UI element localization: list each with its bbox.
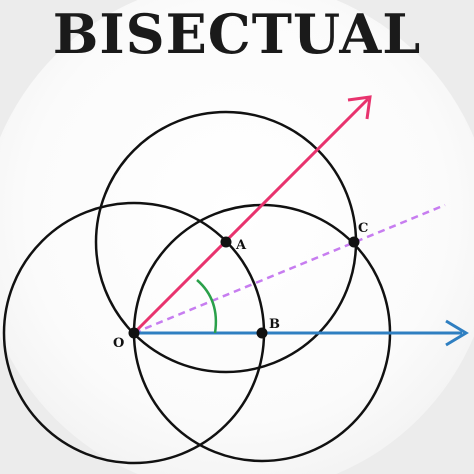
upper-ray — [132, 97, 370, 335]
angle-arc — [196, 279, 218, 334]
bisector-ray — [133, 203, 446, 335]
label-b: B — [269, 317, 280, 332]
page-title: BISECTUAL — [52, 2, 422, 66]
lower-ray-arrow-icon — [445, 319, 469, 347]
label-a: A — [235, 238, 247, 253]
upper-ray-arrow-icon — [347, 95, 372, 120]
point-a — [220, 236, 232, 248]
point-c — [348, 236, 360, 248]
label-o: O — [113, 336, 124, 351]
point-o — [128, 327, 140, 339]
label-c: C — [358, 221, 368, 236]
point-b — [256, 327, 268, 339]
